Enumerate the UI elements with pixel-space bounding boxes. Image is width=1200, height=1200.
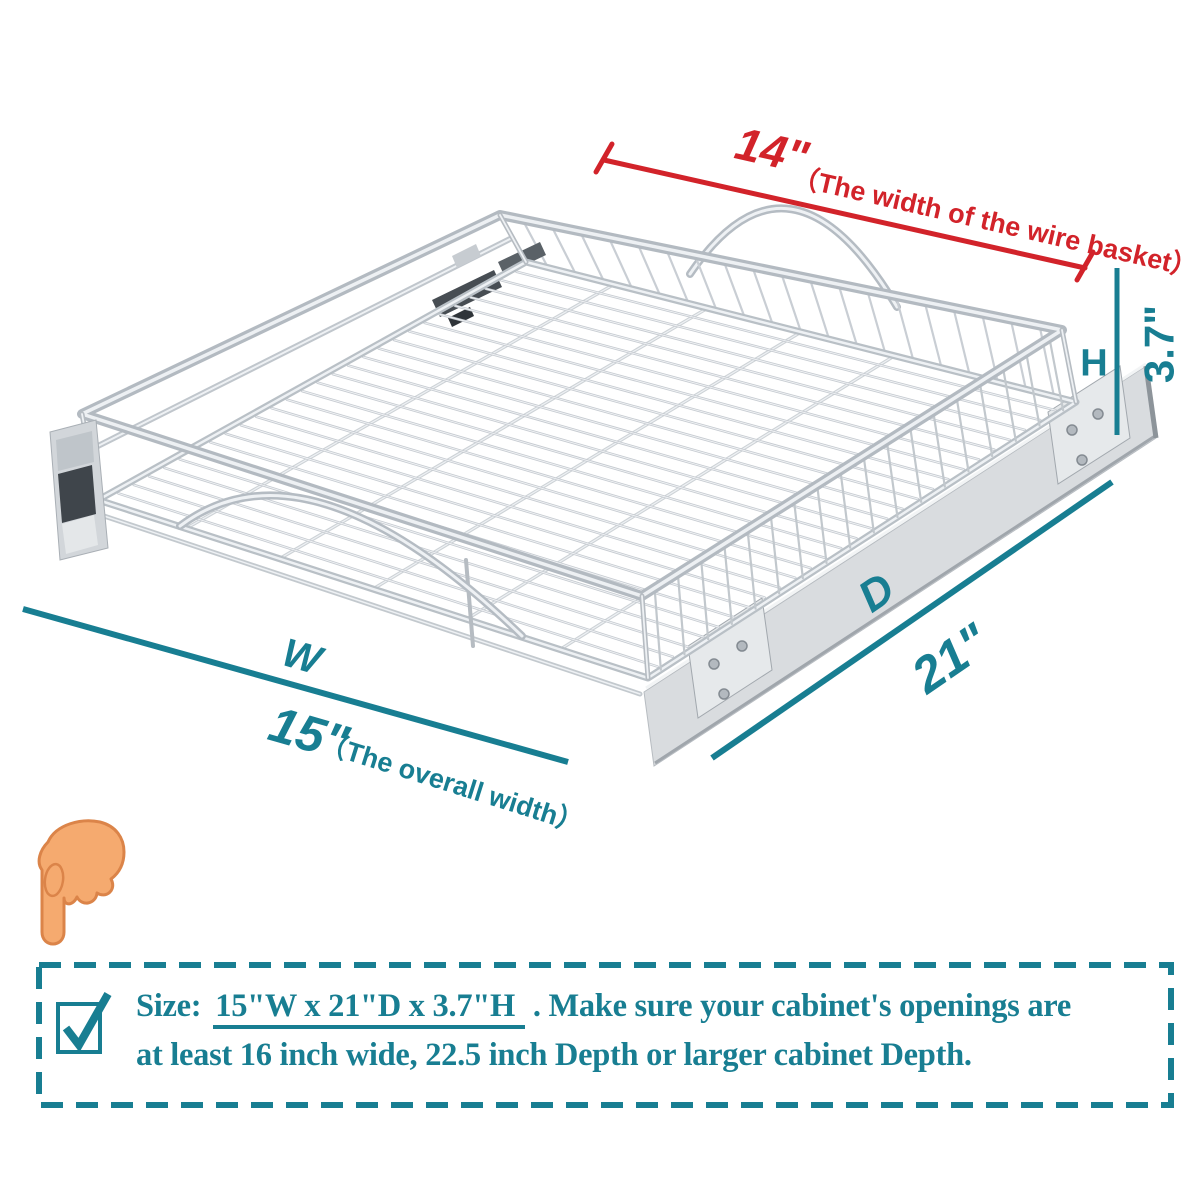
dim-note-basket-width: （The width of the wire basket） xyxy=(789,161,1200,283)
wire xyxy=(816,483,828,564)
wire xyxy=(653,586,662,671)
size-note-line2: at least 16 inch wide, 22.5 inch Depth o… xyxy=(136,1037,972,1073)
wire xyxy=(1001,366,1017,442)
wire xyxy=(955,395,970,473)
wire xyxy=(693,253,718,312)
wire xyxy=(779,271,803,334)
wire xyxy=(665,247,690,305)
size-note-text: Size: 15"W x 21"D x 3.7"H . Make sure you… xyxy=(136,982,1156,1080)
checkbox-with-checkmark-icon xyxy=(56,992,112,1054)
basket-left-inner-rail xyxy=(91,235,515,451)
size-line1-rest: . Make sure your cabinet's openings are xyxy=(525,988,1071,1024)
wire xyxy=(808,277,831,341)
wire xyxy=(521,218,550,269)
wire xyxy=(746,528,757,610)
rail-screws xyxy=(708,408,1104,700)
wire xyxy=(118,492,658,668)
wire xyxy=(894,294,915,362)
wire xyxy=(607,236,634,291)
wire xyxy=(952,306,971,377)
size-note-line1: Size: 15"W x 21"D x 3.7"H . Make sure you… xyxy=(136,982,1156,1031)
dim-overall-width: W 15" （The overall width） xyxy=(22,606,587,839)
dim-value-21in: 21" xyxy=(901,612,1000,704)
basket-back-pickets xyxy=(521,218,1056,398)
hand-pointing-down-icon xyxy=(37,819,126,946)
wire xyxy=(862,454,875,534)
wire xyxy=(699,557,710,641)
wire xyxy=(723,542,733,626)
wire xyxy=(751,265,774,326)
wire xyxy=(837,283,859,348)
dim-value-3-7in: 3.7" xyxy=(1136,305,1183,383)
size-note-box: Size: 15"W x 21"D x 3.7"H . Make sure you… xyxy=(36,962,1174,1108)
dim-basket-width: 14" （The width of the wire basket） xyxy=(593,117,1200,283)
basket-back-arch xyxy=(686,204,901,311)
dim-line-depth xyxy=(710,479,1114,761)
size-prefix: Size: xyxy=(136,988,202,1024)
dashed-border xyxy=(36,962,1174,1108)
wire xyxy=(932,410,946,488)
wire xyxy=(923,300,943,369)
wire xyxy=(722,259,746,319)
wire xyxy=(1025,351,1041,427)
dim-line-basket-width xyxy=(601,157,1088,271)
wire xyxy=(1048,336,1065,412)
wire xyxy=(885,439,899,519)
dim-note-overall-width: （The overall width） xyxy=(316,728,587,839)
left-rail-end-block xyxy=(49,419,109,561)
wire xyxy=(792,498,804,580)
wire xyxy=(148,475,689,648)
dim-tick-right xyxy=(1074,249,1096,283)
basket-front-arch xyxy=(176,491,526,640)
wire xyxy=(133,484,674,658)
wire xyxy=(866,289,887,355)
wire xyxy=(769,513,781,595)
dim-line-overall-width xyxy=(22,606,569,765)
wire xyxy=(676,572,686,656)
size-dimensions: 15"W x 21"D x 3.7"H xyxy=(213,988,525,1029)
dim-height: H 3.7" xyxy=(1080,268,1183,435)
dim-letter-W: W xyxy=(278,631,330,685)
wire xyxy=(636,242,662,298)
wire xyxy=(978,381,994,458)
dim-letter-H: H xyxy=(1080,342,1107,384)
dim-tick-left xyxy=(593,141,615,175)
wire xyxy=(908,425,923,503)
right-slide-rail xyxy=(643,362,1159,767)
basket-right-pickets xyxy=(653,336,1065,671)
wire xyxy=(839,469,852,549)
wire xyxy=(179,458,720,628)
wire xyxy=(578,230,606,284)
wire xyxy=(550,224,578,276)
